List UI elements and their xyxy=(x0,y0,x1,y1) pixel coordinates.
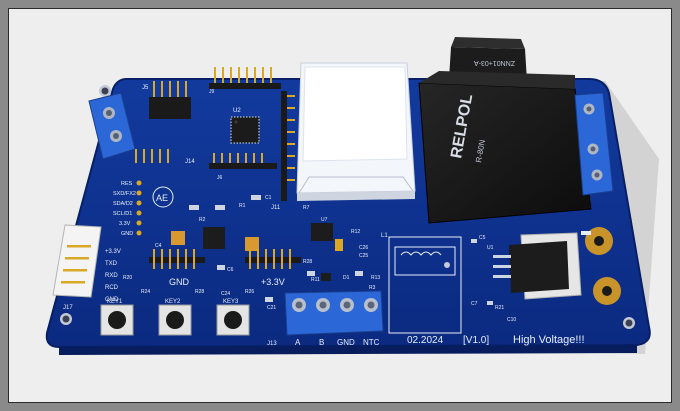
button-key1: KEY1 xyxy=(100,299,134,336)
relay-relpol: RELPOL R-80N xyxy=(418,71,592,224)
svg-text:+3.3V: +3.3V xyxy=(105,249,121,255)
header-gnd: GND xyxy=(149,249,205,287)
connector-j17 xyxy=(52,224,102,298)
svg-text:R20: R20 xyxy=(123,275,132,281)
svg-text:L1: L1 xyxy=(381,233,388,239)
label-j14: J14 xyxy=(185,159,195,165)
pcb-render: J5 J14 U2 J9 xyxy=(45,37,659,355)
label-gnd-header: GND xyxy=(169,277,190,287)
svg-text:R24: R24 xyxy=(141,289,150,295)
header-3v3: +3.3V xyxy=(245,249,301,287)
hv-pads xyxy=(581,227,621,305)
relay-model: R-80N xyxy=(474,139,487,164)
display-module xyxy=(296,62,416,201)
terminal-right xyxy=(574,92,614,196)
svg-text:R21: R21 xyxy=(495,305,504,311)
footer-date: 02.2024 xyxy=(407,335,444,346)
svg-text:RCD: RCD xyxy=(105,285,119,291)
svg-text:GND: GND xyxy=(121,231,133,237)
svg-text:U1: U1 xyxy=(487,245,494,251)
render-viewport: J5 J14 U2 J9 xyxy=(8,8,672,403)
svg-text:R28: R28 xyxy=(303,259,312,265)
label-j9: J9 xyxy=(209,89,215,95)
svg-text:SXD/FX2: SXD/FX2 xyxy=(113,191,136,197)
svg-text:AE: AE xyxy=(156,193,168,203)
svg-text:GND: GND xyxy=(105,297,119,303)
svg-text:NTC: NTC xyxy=(363,338,380,347)
label-j17: J17 xyxy=(63,305,73,311)
header-j11 xyxy=(281,91,295,201)
mcu-u2 xyxy=(209,67,281,169)
ref-designators: R20 R24 R28 R26 C24 C21 R13 R12 R11 R3 D… xyxy=(123,175,516,323)
inductor-part-label: ZNN01+03-A xyxy=(474,59,515,66)
label-j11: J11 xyxy=(271,205,281,211)
svg-text:KEY1: KEY1 xyxy=(107,299,123,305)
label-u7: U7 xyxy=(321,217,328,223)
svg-text:C7: C7 xyxy=(471,301,478,307)
svg-text:R7: R7 xyxy=(303,205,310,211)
uart-labels: +3.3V TXD RXD RCD GND xyxy=(105,249,121,303)
svg-text:R13: R13 xyxy=(371,275,380,281)
button-key3: KEY3 xyxy=(216,299,250,336)
smd-components xyxy=(171,195,493,305)
svg-text:D1: D1 xyxy=(343,275,350,281)
svg-text:C4: C4 xyxy=(155,243,162,249)
svg-text:KEY2: KEY2 xyxy=(165,299,181,305)
svg-text:RXD: RXD xyxy=(105,273,118,279)
svg-text:GND: GND xyxy=(337,338,355,347)
svg-text:C21: C21 xyxy=(267,305,276,311)
svg-text:R1: R1 xyxy=(239,203,246,209)
label-3v3-header: +3.3V xyxy=(261,277,285,287)
svg-text:RES: RES xyxy=(121,181,133,187)
svg-text:R26: R26 xyxy=(245,289,254,295)
svg-text:J6: J6 xyxy=(217,175,223,181)
svg-text:KEY3: KEY3 xyxy=(223,299,239,305)
header-j14 xyxy=(135,81,191,163)
mounting-holes xyxy=(60,85,635,329)
svg-text:C24: C24 xyxy=(221,291,230,297)
regulator-u1: U1 xyxy=(487,232,582,300)
svg-text:TXD: TXD xyxy=(105,261,118,267)
high-voltage-warning: High Voltage!!! xyxy=(513,334,585,346)
footer-version: [V1.0] xyxy=(463,335,489,346)
logo-ae: AE xyxy=(152,186,174,208)
label-j13: J13 xyxy=(267,341,277,347)
svg-text:R3: R3 xyxy=(369,285,376,291)
svg-text:R11: R11 xyxy=(311,277,320,283)
i2c-labels: RES SXD/FX2 SDA/D2 SCL/D1 3.3V GND xyxy=(113,180,142,237)
svg-text:A: A xyxy=(295,338,301,347)
label-u2: U2 xyxy=(233,108,241,114)
svg-text:C10: C10 xyxy=(507,317,516,323)
svg-text:C6: C6 xyxy=(227,267,234,273)
svg-text:C26: C26 xyxy=(359,245,368,251)
svg-text:SDA/D2: SDA/D2 xyxy=(113,201,133,207)
svg-text:R2: R2 xyxy=(199,217,206,223)
svg-text:3.3V: 3.3V xyxy=(119,221,131,227)
svg-text:R28: R28 xyxy=(195,289,204,295)
svg-text:B: B xyxy=(319,338,324,347)
svg-text:C1: C1 xyxy=(265,195,272,201)
label-j5: J5 xyxy=(142,85,149,91)
svg-text:SCL/D1: SCL/D1 xyxy=(113,211,132,217)
svg-text:C5: C5 xyxy=(479,235,486,241)
svg-text:R12: R12 xyxy=(351,229,360,235)
button-key2: KEY2 xyxy=(158,299,192,336)
svg-text:C25: C25 xyxy=(359,253,368,259)
inductor-l1: L1 xyxy=(381,233,462,334)
terminal-bottom: A B GND NTC xyxy=(284,290,384,347)
